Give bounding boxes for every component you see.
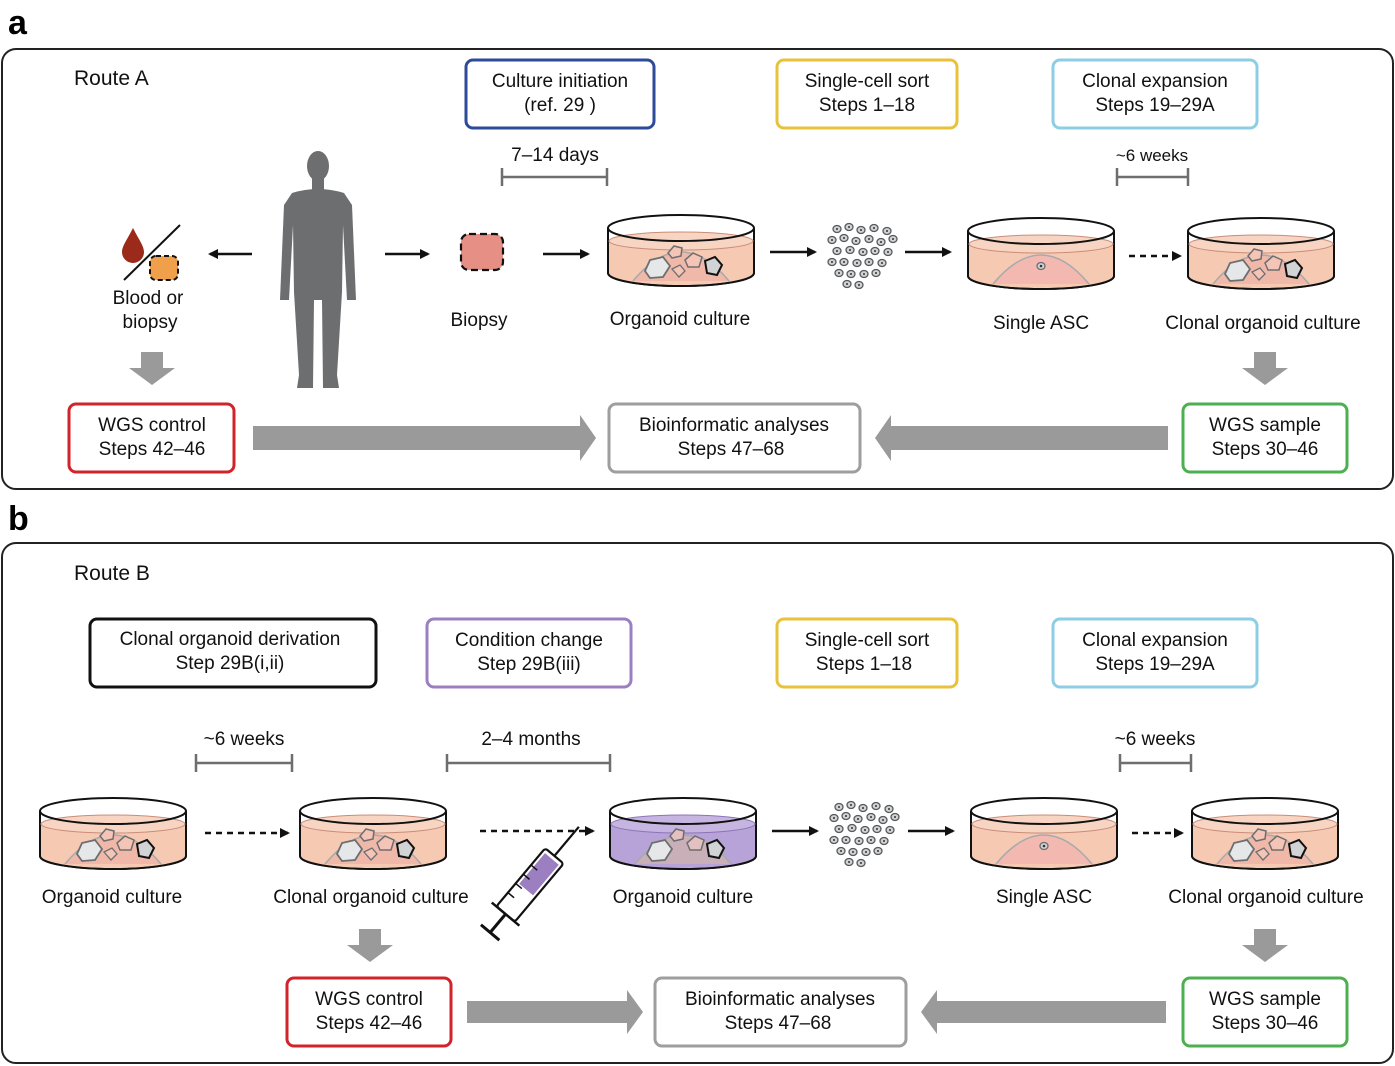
single-asc-label-b: Single ASC xyxy=(996,887,1092,908)
organoid-culture-label-a: Organoid culture xyxy=(610,309,750,330)
bioinformatic-box-a: Bioinformatic analyses Steps 47–68 xyxy=(607,402,862,474)
wgs-sample-title-a: WGS sample xyxy=(1209,415,1321,436)
organoid-culture-label-b1: Organoid culture xyxy=(42,887,182,908)
single-asc-label-a: Single ASC xyxy=(993,313,1089,334)
clonal-organoid-label-b1: Clonal organoid culture xyxy=(273,887,468,908)
panel-a-letter: a xyxy=(8,4,28,42)
clonal-derivation-step: Step 29B(i,ii) xyxy=(176,653,285,674)
biopsy-label: Biopsy xyxy=(450,310,508,331)
panel-a-frame xyxy=(1,48,1394,490)
condition-change-box: Condition change Step 29B(iii) xyxy=(425,617,633,689)
flow-arrow-sample-to-bioinf-a xyxy=(875,415,1168,461)
wgs-control-steps-b: Steps 42–46 xyxy=(316,1013,423,1034)
cells-icon-b xyxy=(829,800,900,868)
bioinformatic-steps-a: Steps 47–68 xyxy=(678,439,785,460)
control-biopsy-icon xyxy=(149,255,179,281)
culture-initiation-ref: (ref. 29 ) xyxy=(524,95,596,116)
single-cell-sort-title-a: Single-cell sort xyxy=(805,71,930,92)
down-arrow-control-b xyxy=(347,929,393,962)
duration-bracket-derivation xyxy=(194,754,294,772)
wgs-sample-box-a: WGS sample Steps 30–46 xyxy=(1181,402,1349,474)
wgs-control-box-a: WGS control Steps 42–46 xyxy=(67,402,236,474)
duration-expansion-label-b: ~6 weeks xyxy=(1115,729,1196,750)
duration-bracket-expansion-a xyxy=(1115,168,1190,186)
biopsy-icon xyxy=(459,232,505,272)
clonal-organoid-label-a: Clonal organoid culture xyxy=(1165,313,1360,334)
duration-derivation-label: ~6 weeks xyxy=(204,729,285,750)
wgs-control-steps-a: Steps 42–46 xyxy=(99,439,206,460)
single-cell-sort-box-a: Single-cell sort Steps 1–18 xyxy=(775,58,959,130)
bioinformatic-steps-b: Steps 47–68 xyxy=(725,1013,832,1034)
duration-expansion-label-a: ~6 weeks xyxy=(1116,146,1188,165)
petri-dish-icon-organoid-a xyxy=(607,214,755,287)
panel-b-frame xyxy=(1,542,1394,1064)
wgs-control-box-b: WGS control Steps 42–46 xyxy=(285,976,453,1048)
bioinformatic-title-a: Bioinformatic analyses xyxy=(639,415,829,436)
bioinformatic-box-b: Bioinformatic analyses Steps 47–68 xyxy=(653,976,908,1048)
clonal-expansion-steps-a: Steps 19–29A xyxy=(1095,95,1215,116)
flow-arrow-sample-to-bioinf-b xyxy=(921,990,1166,1034)
wgs-sample-steps-b: Steps 30–46 xyxy=(1212,1013,1319,1034)
clonal-organoid-label-b2: Clonal organoid culture xyxy=(1168,887,1363,908)
clonal-expansion-title-b: Clonal expansion xyxy=(1082,630,1228,651)
divider-slash xyxy=(123,224,181,281)
flow-arrow-control-to-bioinf-b xyxy=(467,990,643,1034)
wgs-sample-box-b: WGS sample Steps 30–46 xyxy=(1181,976,1349,1048)
single-cell-sort-steps-b: Steps 1–18 xyxy=(816,654,912,675)
down-arrow-sample-b xyxy=(1242,929,1288,962)
cells-icon-a xyxy=(827,222,898,290)
clonal-expansion-steps-b: Steps 19–29A xyxy=(1095,654,1215,675)
petri-dish-icon-organoid-b2 xyxy=(609,797,757,870)
culture-initiation-title: Culture initiation xyxy=(492,71,628,92)
wgs-control-title-b: WGS control xyxy=(315,989,423,1010)
organoid-culture-label-b2: Organoid culture xyxy=(613,887,753,908)
wgs-sample-steps-a: Steps 30–46 xyxy=(1212,439,1319,460)
flow-arrow-control-to-bioinf-a xyxy=(253,415,596,461)
single-cell-sort-title-b: Single-cell sort xyxy=(805,630,930,651)
bioinformatic-title-b: Bioinformatic analyses xyxy=(685,989,875,1010)
route-a-title: Route A xyxy=(74,67,149,90)
blood-or-label: Blood or xyxy=(113,288,184,309)
clonal-expansion-title-a: Clonal expansion xyxy=(1082,71,1228,92)
clonal-expansion-box-b: Clonal expansion Steps 19–29A xyxy=(1051,617,1259,689)
route-b-title: Route B xyxy=(74,562,150,585)
down-arrow-control-a xyxy=(129,352,175,385)
panel-b-letter: b xyxy=(8,500,29,538)
petri-dish-icon-clonal-b1 xyxy=(299,797,447,870)
duration-bracket-expansion-b xyxy=(1118,754,1193,772)
wgs-sample-title-b: WGS sample xyxy=(1209,989,1321,1010)
petri-dish-icon-asc-b xyxy=(970,797,1118,870)
blood-biopsy-label: biopsy xyxy=(123,312,178,333)
duration-culture-label: 7–14 days xyxy=(511,145,599,166)
petri-dish-icon-clonal-a xyxy=(1187,217,1335,290)
petri-dish-icon-organoid-b1 xyxy=(39,797,187,870)
down-arrow-sample-a xyxy=(1242,352,1288,385)
clonal-expansion-box-a: Clonal expansion Steps 19–29A xyxy=(1051,58,1259,130)
blood-drop-icon xyxy=(122,228,144,263)
wgs-control-title-a: WGS control xyxy=(98,415,206,436)
syringe-icon xyxy=(479,826,580,942)
culture-initiation-box: Culture initiation (ref. 29 ) xyxy=(464,58,656,130)
petri-dish-icon-clonal-b2 xyxy=(1191,797,1339,870)
duration-bracket-culture xyxy=(500,168,609,186)
condition-change-title: Condition change xyxy=(455,630,603,651)
human-figure-icon xyxy=(280,151,356,388)
condition-change-step: Step 29B(iii) xyxy=(477,654,581,675)
single-cell-sort-steps-a: Steps 1–18 xyxy=(819,95,915,116)
duration-bracket-condition xyxy=(445,754,612,772)
clonal-derivation-title: Clonal organoid derivation xyxy=(120,629,341,650)
duration-condition-label: 2–4 months xyxy=(481,729,580,750)
single-cell-sort-box-b: Single-cell sort Steps 1–18 xyxy=(775,617,959,689)
petri-dish-icon-asc-a xyxy=(967,217,1115,290)
clonal-derivation-box: Clonal organoid derivation Step 29B(i,ii… xyxy=(88,617,378,689)
